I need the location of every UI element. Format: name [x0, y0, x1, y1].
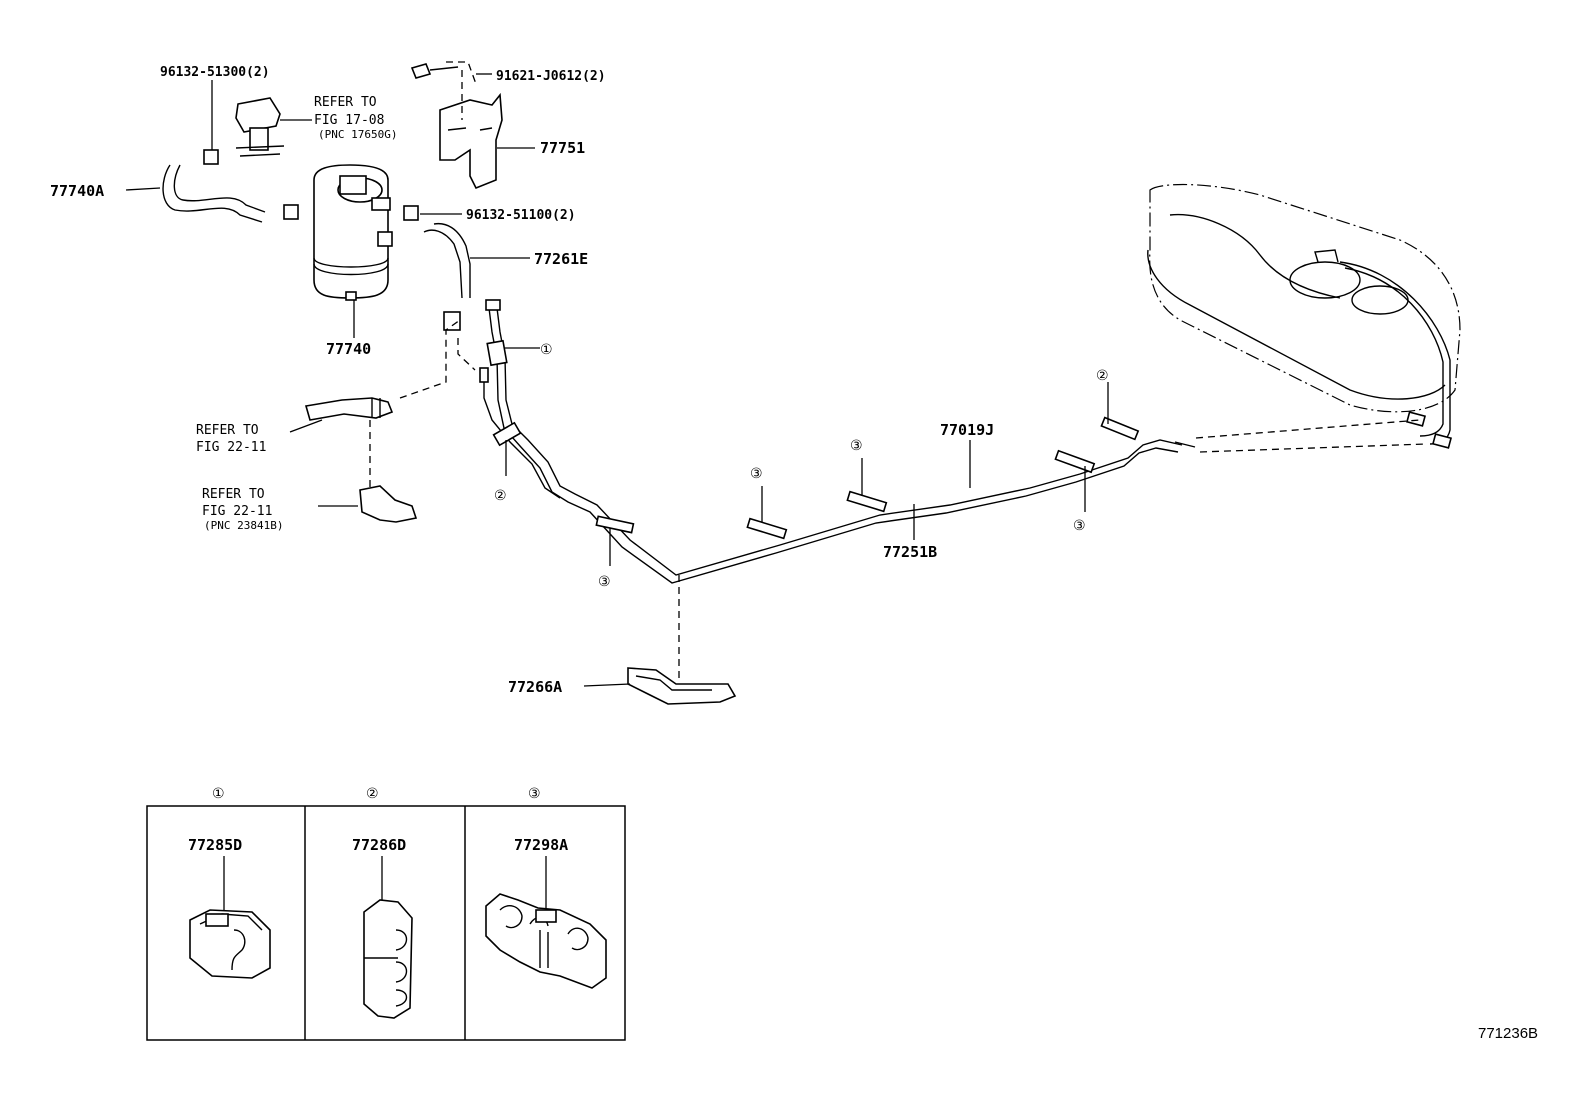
protector-77266a	[627, 575, 737, 705]
label-refer-fig22a-line2: FIG 22-11	[196, 440, 266, 455]
label-refer-fig17-line2: FIG 17-08	[314, 113, 384, 128]
label-77019j: 77019J	[940, 421, 994, 439]
callout-2-left: ②	[494, 488, 507, 504]
tank-connection-dash	[1195, 419, 1421, 439]
fill-hose	[304, 319, 476, 523]
diagram-code: 771236B	[1478, 1025, 1538, 1042]
callout-3-a: ③	[598, 574, 611, 590]
label-77266a: 77266A	[508, 678, 562, 696]
label-refer-fig22b-line2: FIG 22-11	[202, 504, 272, 519]
legend-part-77285d: 77285D	[188, 836, 242, 854]
fuel-lines	[479, 299, 1196, 584]
label-77261e: 77261E	[534, 250, 588, 268]
label-77740a: 77740A	[50, 182, 104, 200]
label-77740: 77740	[326, 340, 371, 358]
fuel-tank	[1147, 183, 1461, 449]
label-refer-fig22b-line1: REFER TO	[202, 487, 265, 502]
vsv-valve	[235, 97, 312, 157]
legend-marker-1: ①	[212, 786, 225, 802]
label-77751: 77751	[540, 139, 585, 157]
callout-1-main: ①	[540, 342, 553, 358]
label-96132-51300: 96132-51300(2)	[160, 65, 270, 80]
legend-marker-2: ②	[366, 786, 379, 802]
charcoal-canister	[313, 164, 393, 301]
label-refer-fig22a-line1: REFER TO	[196, 423, 259, 438]
label-96132-51100: 96132-51100(2)	[466, 208, 576, 223]
callout-2-right: ②	[1096, 368, 1109, 384]
legend-part-77298a: 77298A	[514, 836, 568, 854]
callout-3-c: ③	[850, 438, 863, 454]
clamp-77286d-drawing	[363, 856, 413, 1019]
label-91621-j0612: 91621-J0612(2)	[496, 69, 606, 84]
callout-3-d: ③	[1073, 518, 1086, 534]
label-refer-fig17-line3: (PNC 17650G)	[318, 128, 397, 141]
callout-3-b: ③	[750, 466, 763, 482]
clamp-77285d-drawing	[189, 856, 271, 979]
tank-connection-dash-2	[1199, 443, 1427, 453]
label-refer-fig17-line1: REFER TO	[314, 95, 377, 110]
legend-part-77286d: 77286D	[352, 836, 406, 854]
label-refer-fig22b-line3: (PNC 23841B)	[204, 519, 283, 532]
clamp-legend: ① ② ③ 77285D 77286D 77298A	[146, 786, 626, 1041]
hose-77740a	[162, 149, 299, 223]
label-77251b: 77251B	[883, 543, 937, 561]
bracket-77751	[410, 63, 503, 190]
line-clamps	[486, 339, 1140, 540]
legend-marker-3: ③	[528, 786, 541, 802]
clamp-77298a-drawing	[485, 856, 607, 989]
leader-lines	[125, 61, 1109, 687]
hose-77261e	[403, 205, 471, 331]
